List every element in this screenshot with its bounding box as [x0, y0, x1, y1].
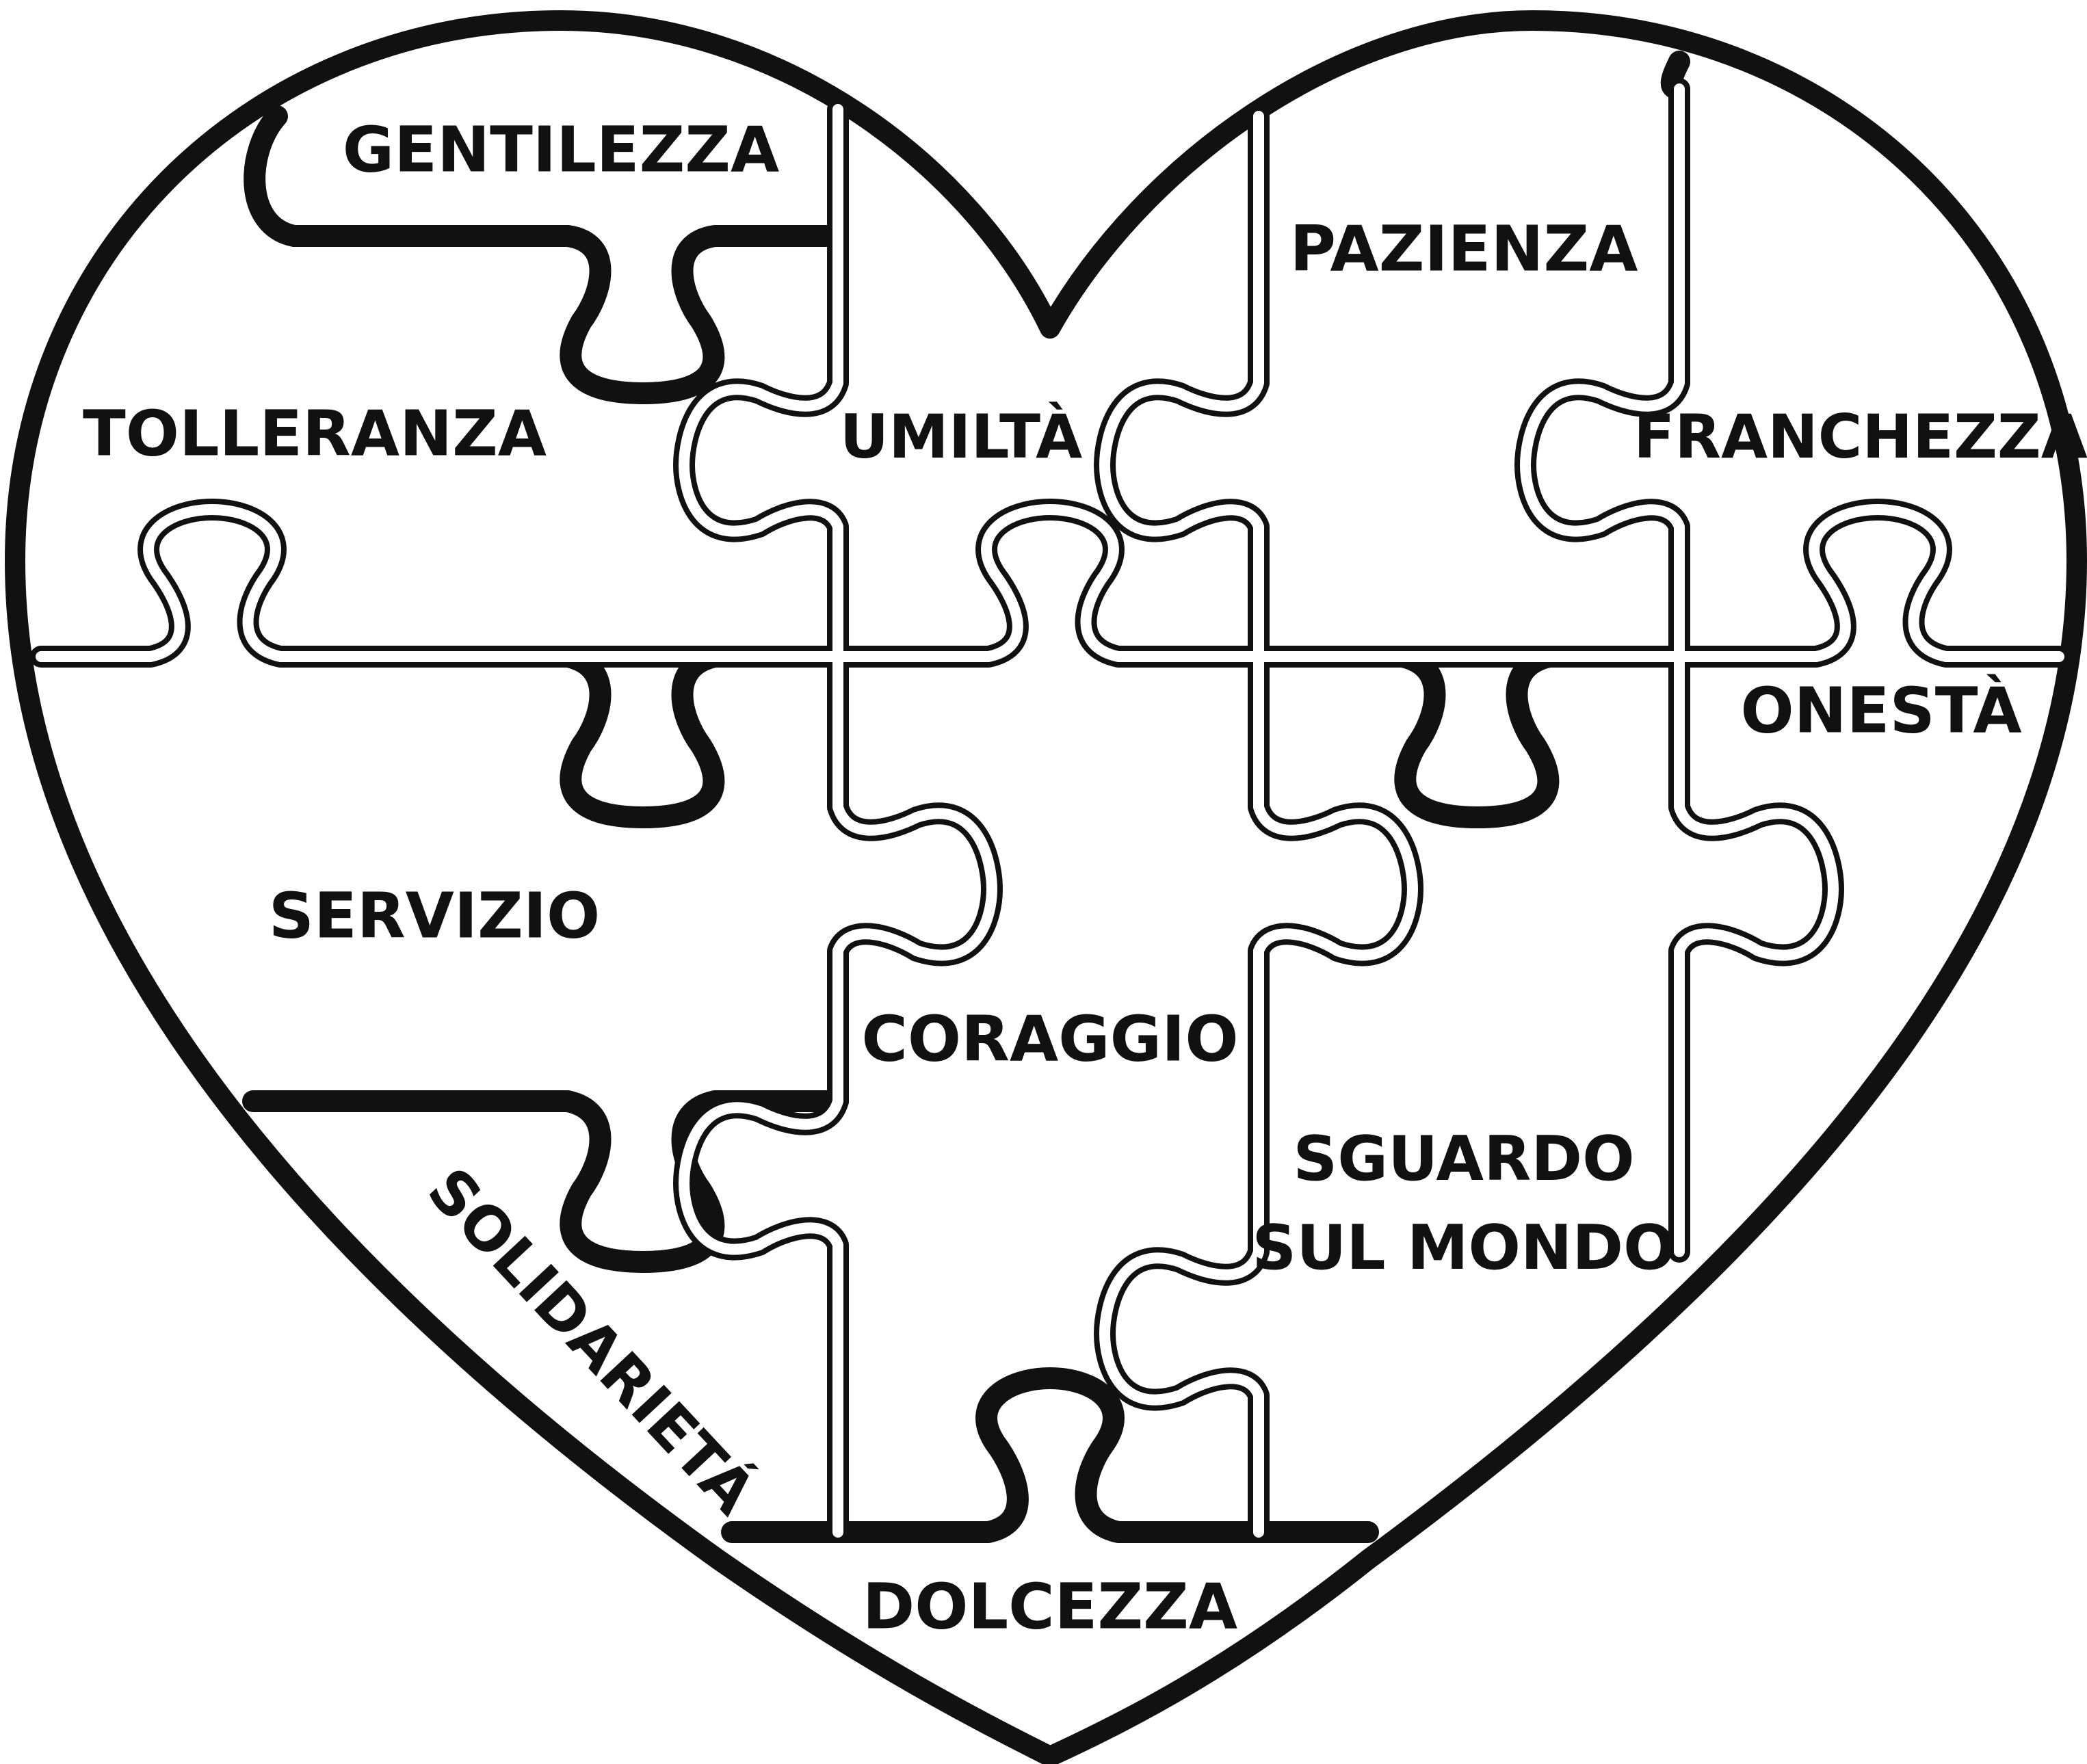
- cut-gentilezza-base: [244, 105, 849, 404]
- label-franchezza: FRANCHEZZA: [1633, 401, 2087, 472]
- cut-v2-top: [1094, 105, 1270, 668]
- label-coraggio: CORAGGIO: [861, 1002, 1238, 1075]
- puzzle-cut-lines: [30, 51, 2070, 1543]
- cut-h-middle: [30, 499, 2070, 668]
- cut-inner-v2: [1099, 111, 1418, 1538]
- cut-inner-v1: [679, 104, 997, 1538]
- heart-outline: [5, 10, 2087, 1764]
- cut-knob-left-down: [557, 646, 726, 828]
- label-dolcezza: DOLCEZZA: [863, 1570, 1237, 1643]
- label-servizio: SERVIZIO: [269, 879, 601, 952]
- cut-v3-top: [1514, 51, 1690, 668]
- cut-inner-h-middle: [36, 504, 2064, 662]
- cut-h-bottom: [721, 1367, 1379, 1543]
- cut-inner-v3: [1520, 83, 1839, 1257]
- label-onesta: ONESTÀ: [1740, 673, 2021, 747]
- label-sguardo-line1: SGUARDO: [1293, 1123, 1634, 1195]
- label-sguardo-line2: SUL MONDO: [1252, 1212, 1675, 1284]
- label-gentilezza: GENTILEZZA: [343, 113, 779, 186]
- cut-knob-mid-down: [1391, 646, 1560, 828]
- label-umilta: UMILTÀ: [840, 401, 1083, 472]
- label-pazienza: PAZIENZA: [1290, 212, 1638, 285]
- piece-labels: GENTILEZZA PAZIENZA TOLLERANZA UMILTÀ FR…: [83, 113, 2087, 1643]
- label-tolleranza: TOLLERANZA: [83, 397, 547, 470]
